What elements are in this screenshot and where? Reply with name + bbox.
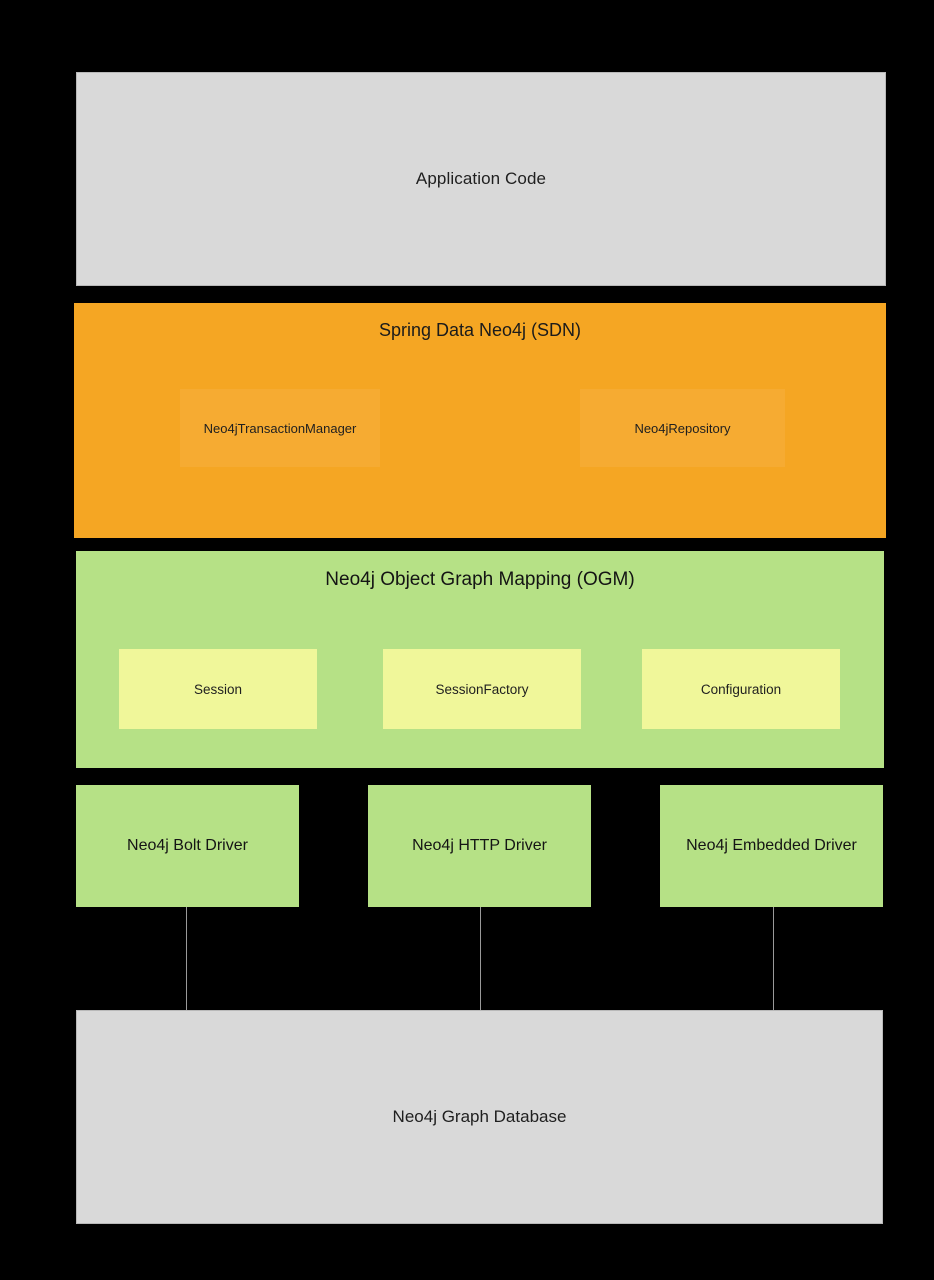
neo4j-bolt-driver-label: Neo4j Bolt Driver bbox=[127, 837, 248, 854]
application-code-label: Application Code bbox=[415, 169, 547, 188]
layer-application-code[interactable]: Application Code bbox=[76, 72, 886, 286]
component-session[interactable]: Session bbox=[119, 649, 317, 729]
session-label: Session bbox=[193, 681, 243, 697]
component-configuration[interactable]: Configuration bbox=[642, 649, 840, 729]
connector-http-to-database bbox=[480, 907, 481, 1010]
layer-spring-data-neo4j[interactable]: Spring Data Neo4j (SDN) Neo4jTransaction… bbox=[74, 303, 886, 538]
component-neo4j-bolt-driver[interactable]: Neo4j Bolt Driver bbox=[76, 785, 299, 907]
neo4j-repository-label: Neo4jRepository bbox=[634, 420, 731, 436]
component-neo4j-http-driver[interactable]: Neo4j HTTP Driver bbox=[368, 785, 591, 907]
configuration-label: Configuration bbox=[700, 681, 782, 697]
layer-neo4j-ogm[interactable]: Neo4j Object Graph Mapping (OGM) Session… bbox=[76, 551, 884, 768]
neo4j-http-driver-label: Neo4j HTTP Driver bbox=[412, 837, 547, 854]
component-neo4j-repository[interactable]: Neo4jRepository bbox=[580, 389, 785, 467]
neo4j-transaction-manager-label: Neo4jTransactionManager bbox=[203, 420, 357, 436]
neo4j-graph-database-label: Neo4j Graph Database bbox=[392, 1107, 567, 1126]
spring-data-neo4j-title: Spring Data Neo4j (SDN) bbox=[378, 320, 582, 340]
session-factory-label: SessionFactory bbox=[435, 681, 529, 697]
component-session-factory[interactable]: SessionFactory bbox=[383, 649, 581, 729]
neo4j-ogm-title: Neo4j Object Graph Mapping (OGM) bbox=[325, 569, 635, 590]
component-neo4j-transaction-manager[interactable]: Neo4jTransactionManager bbox=[180, 389, 380, 467]
connector-embedded-to-database bbox=[773, 907, 774, 1010]
neo4j-embedded-driver-label: Neo4j Embedded Driver bbox=[686, 837, 857, 854]
component-neo4j-embedded-driver[interactable]: Neo4j Embedded Driver bbox=[660, 785, 883, 907]
connector-bolt-to-database bbox=[186, 907, 187, 1010]
layer-neo4j-graph-database[interactable]: Neo4j Graph Database bbox=[76, 1010, 883, 1224]
